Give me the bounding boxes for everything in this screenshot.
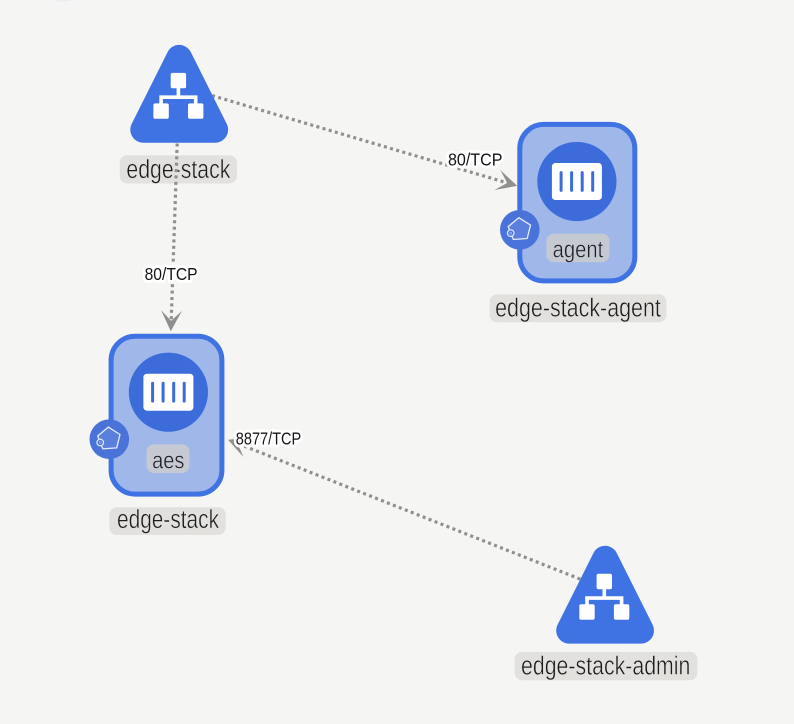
svg-text:80/TCP: 80/TCP — [448, 149, 503, 169]
svg-text:aes: aes — [152, 448, 184, 475]
svg-text:80/TCP: 80/TCP — [145, 264, 198, 284]
svg-text:8877/TCP: 8877/TCP — [236, 428, 301, 448]
svg-text:edge-stack-agent: edge-stack-agent — [495, 294, 661, 322]
svg-text:edge-stack: edge-stack — [117, 506, 219, 534]
svg-text:edge-stack-admin: edge-stack-admin — [521, 652, 690, 680]
svg-text:edge-stack: edge-stack — [126, 156, 230, 184]
svg-text:agent: agent — [553, 236, 604, 263]
